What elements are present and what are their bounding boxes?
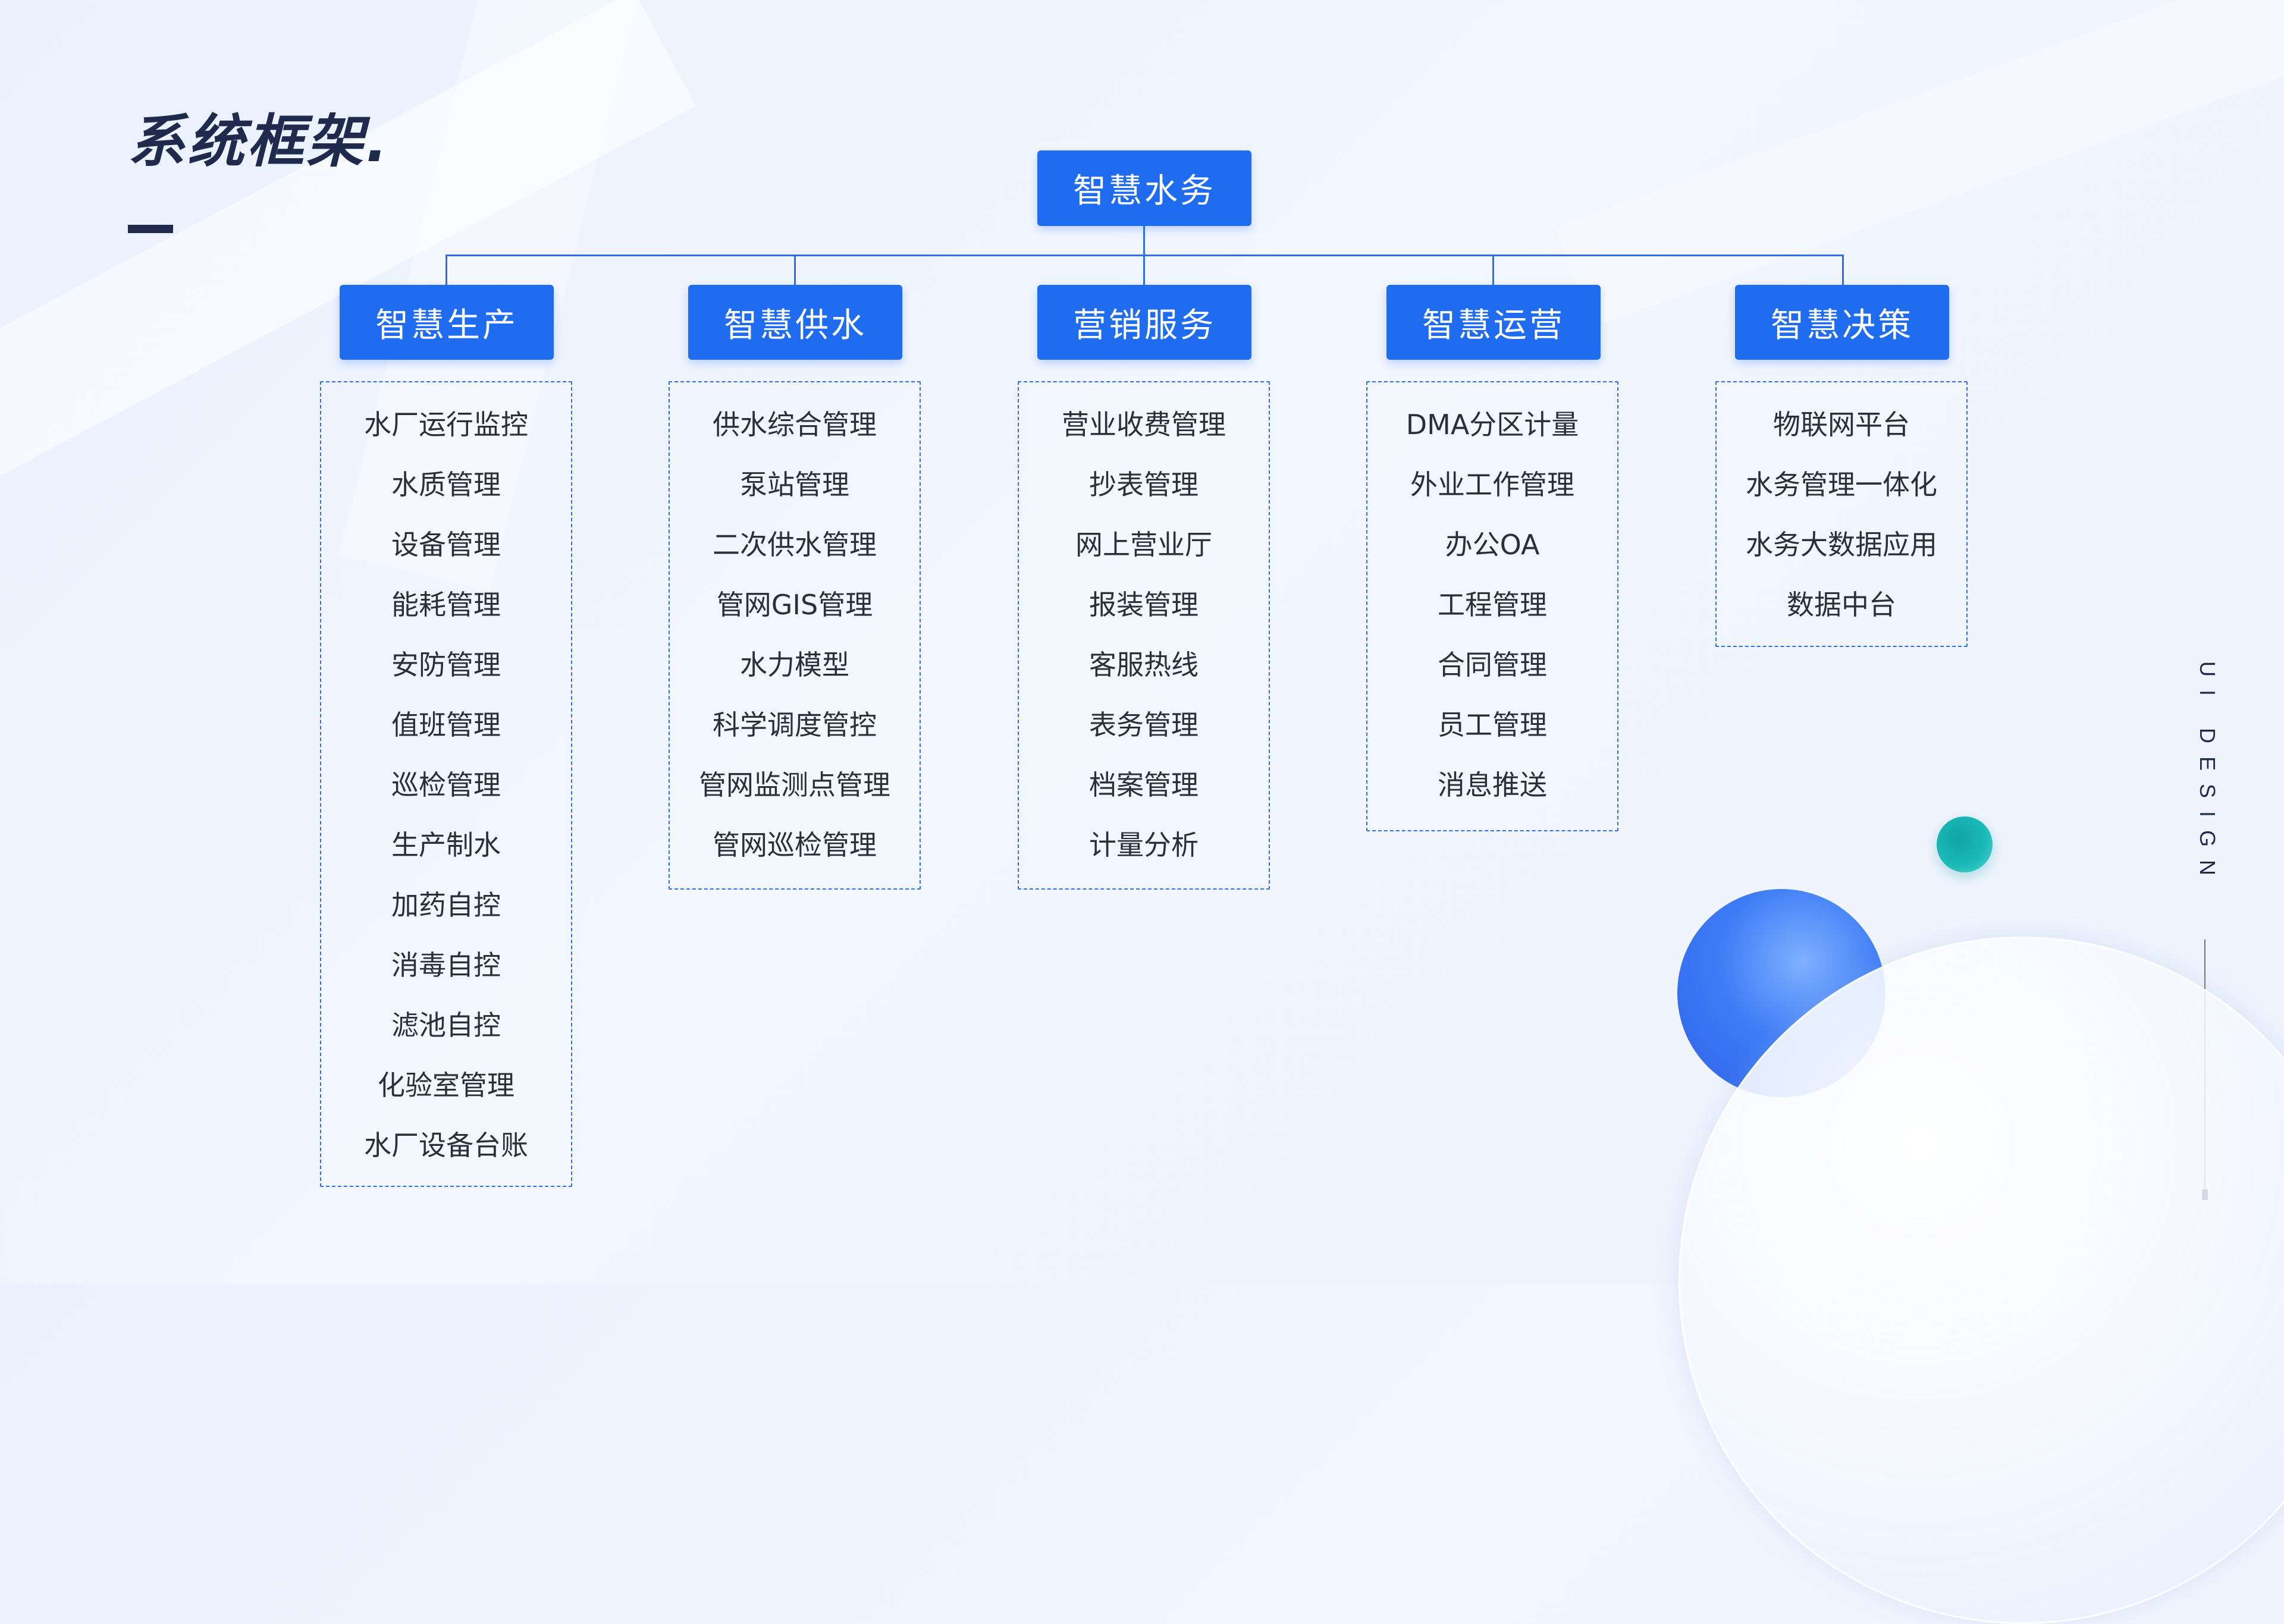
list-item[interactable]: 消息推送 (1438, 769, 1547, 801)
list-item[interactable]: 合同管理 (1438, 649, 1547, 681)
list-item[interactable]: 滤池自控 (391, 1009, 501, 1041)
list-item[interactable]: 生产制水 (391, 829, 501, 861)
category-list-smart-production: 水厂运行监控 水质管理 设备管理 能耗管理 安防管理 值班管理 巡检管理 生产制… (320, 381, 572, 1187)
category-list-marketing-service: 营业收费管理 抄表管理 网上营业厅 报装管理 客服热线 表务管理 档案管理 计量… (1018, 381, 1270, 890)
branch-connector (1143, 255, 1145, 285)
background-streak (1555, 0, 2284, 328)
list-item[interactable]: 化验室管理 (378, 1069, 514, 1101)
list-item[interactable]: 泵站管理 (740, 469, 849, 501)
list-item[interactable]: 巡检管理 (391, 769, 501, 801)
list-item[interactable]: 水务管理一体化 (1746, 469, 1937, 501)
list-item[interactable]: 管网巡检管理 (713, 829, 877, 861)
category-list-smart-operation: DMA分区计量 外业工作管理 办公OA 工程管理 合同管理 员工管理 消息推送 (1366, 381, 1618, 831)
list-item[interactable]: DMA分区计量 (1405, 409, 1579, 441)
list-item[interactable]: 二次供水管理 (713, 529, 877, 561)
list-item[interactable]: 安防管理 (391, 649, 501, 681)
list-item[interactable]: 员工管理 (1438, 709, 1547, 741)
list-item[interactable]: 办公OA (1445, 529, 1540, 561)
teal-sphere-decoration (1937, 816, 1993, 872)
category-list-smart-water-supply: 供水综合管理 泵站管理 二次供水管理 管网GIS管理 水力模型 科学调度管控 管… (669, 381, 921, 890)
list-item[interactable]: 外业工作管理 (1410, 469, 1574, 501)
list-item[interactable]: 管网GIS管理 (716, 589, 873, 621)
list-item[interactable]: 报装管理 (1089, 589, 1199, 621)
category-node-smart-production[interactable]: 智慧生产 (340, 285, 554, 360)
list-item[interactable]: 数据中台 (1787, 589, 1896, 621)
list-item[interactable]: 加药自控 (391, 889, 501, 921)
list-item[interactable]: 值班管理 (391, 709, 501, 741)
list-item[interactable]: 水力模型 (740, 649, 849, 681)
root-node[interactable]: 智慧水务 (1037, 150, 1251, 226)
title-underline (128, 225, 173, 233)
branch-connector (1492, 255, 1494, 285)
list-item[interactable]: 工程管理 (1438, 589, 1547, 621)
list-item[interactable]: 营业收费管理 (1062, 409, 1226, 441)
branch-connector (794, 255, 796, 285)
horizontal-connector (446, 255, 1844, 256)
category-list-smart-decision: 物联网平台 水务管理一体化 水务大数据应用 数据中台 (1715, 381, 1968, 647)
category-node-smart-decision[interactable]: 智慧决策 (1735, 285, 1949, 360)
ui-design-label: UI DESIGN (2195, 661, 2220, 889)
list-item[interactable]: 档案管理 (1089, 769, 1199, 801)
list-item[interactable]: 计量分析 (1089, 829, 1199, 861)
list-item[interactable]: 水厂设备台账 (364, 1129, 528, 1161)
list-item[interactable]: 水厂运行监控 (364, 409, 528, 441)
list-item[interactable]: 供水综合管理 (713, 409, 877, 441)
list-item[interactable]: 管网监测点管理 (699, 769, 890, 801)
list-item[interactable]: 表务管理 (1089, 709, 1199, 741)
list-item[interactable]: 科学调度管控 (713, 709, 877, 741)
list-item[interactable]: 水务大数据应用 (1746, 529, 1937, 561)
list-item[interactable]: 能耗管理 (391, 589, 501, 621)
list-item[interactable]: 物联网平台 (1773, 409, 1910, 441)
branch-connector (1842, 255, 1844, 285)
category-node-smart-water-supply[interactable]: 智慧供水 (688, 285, 902, 360)
category-node-marketing-service[interactable]: 营销服务 (1037, 285, 1251, 360)
branch-connector (445, 255, 447, 285)
list-item[interactable]: 水质管理 (391, 469, 501, 501)
list-item[interactable]: 抄表管理 (1089, 469, 1199, 501)
list-item[interactable]: 网上营业厅 (1075, 529, 1212, 561)
category-node-smart-operation[interactable]: 智慧运营 (1386, 285, 1601, 360)
list-item[interactable]: 客服热线 (1089, 649, 1199, 681)
list-item[interactable]: 消毒自控 (391, 949, 501, 981)
list-item[interactable]: 设备管理 (391, 529, 501, 561)
page-title: 系统框架. (128, 108, 390, 175)
root-connector (1143, 226, 1145, 256)
